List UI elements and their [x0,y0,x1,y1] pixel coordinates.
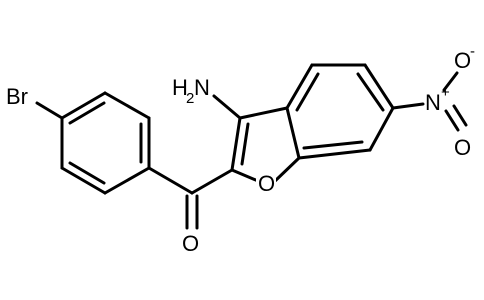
ketone-linker [147,166,234,230]
nitro-oxygen-top-label: O [454,48,471,73]
furan-ring [230,106,301,183]
ring-oxygen-label: O [258,171,275,196]
carbon-bromine-bond [35,101,64,120]
amine-nitrogen-label: N [194,75,210,100]
carbonyl-oxygen-label: O [182,231,199,256]
carbon-amine-bond [212,94,242,120]
bromophenyl-ring [60,91,151,195]
amine-hydrogen-label: H [172,75,188,100]
nitro-oxygen-bottom-label: O [454,135,471,160]
amine-hydrogen-count: 2 [186,90,194,107]
bromine-label: Br [6,84,28,109]
nitro-group [391,71,468,132]
nitro-nitrogen-label: N [425,90,441,115]
benzo-ring [285,63,395,160]
nitro-oxygen-charge: - [470,43,475,60]
nitro-nitrogen-charge: + [441,84,450,101]
